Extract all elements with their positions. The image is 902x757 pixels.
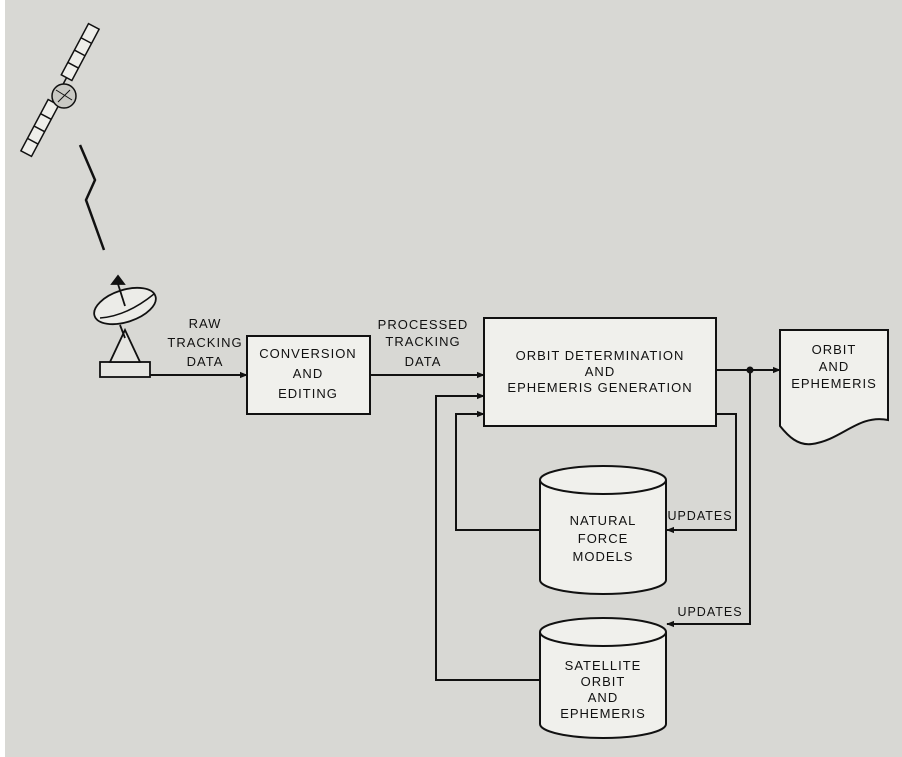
satellite-orbit-database [539,617,667,739]
sat-orbit-line-4: EPHEMERIS [560,706,646,721]
orbit-determination-box [483,317,717,427]
natural-force-line-3: MODELS [573,549,634,564]
processed-label-line-3: DATA [405,354,442,369]
natural-force-line-1: NATURAL [570,513,637,528]
conversion-line-1: CONVERSION [259,346,356,361]
processed-label-line-2: TRACKING [385,334,460,349]
conversion-line-3: EDITING [278,386,338,401]
orbit-det-line-3: EPHEMERIS GENERATION [507,380,692,395]
output-line-1: ORBIT [812,342,857,357]
raw-label-line-3: DATA [187,354,224,369]
raw-label-line-1: RAW [189,316,222,331]
natural-force-line-2: FORCE [578,531,629,546]
sat-orbit-line-1: SATELLITE [565,658,642,673]
updates-force-label: UPDATES [667,509,732,523]
satellite-dish-icon [93,274,157,378]
updates-orbit-label: UPDATES [677,605,742,619]
satellite-icon [19,22,101,158]
diagram-background [5,0,902,757]
output-line-2: AND [819,359,849,374]
conversion-editing-box [246,335,371,415]
conversion-line-2: AND [293,366,323,381]
lightning-bolt-icon [78,144,106,251]
natural-force-models-database [539,465,667,595]
orbit-det-line-2: AND [585,364,615,379]
processed-label-line-1: PROCESSED [378,317,469,332]
orbit-ephemeris-document [779,329,889,446]
sat-orbit-line-2: ORBIT [581,674,626,689]
raw-label-line-2: TRACKING [167,335,242,350]
orbit-det-line-1: ORBIT DETERMINATION [516,348,685,363]
sat-orbit-line-3: AND [588,690,618,705]
output-line-3: EPHEMERIS [791,376,877,391]
